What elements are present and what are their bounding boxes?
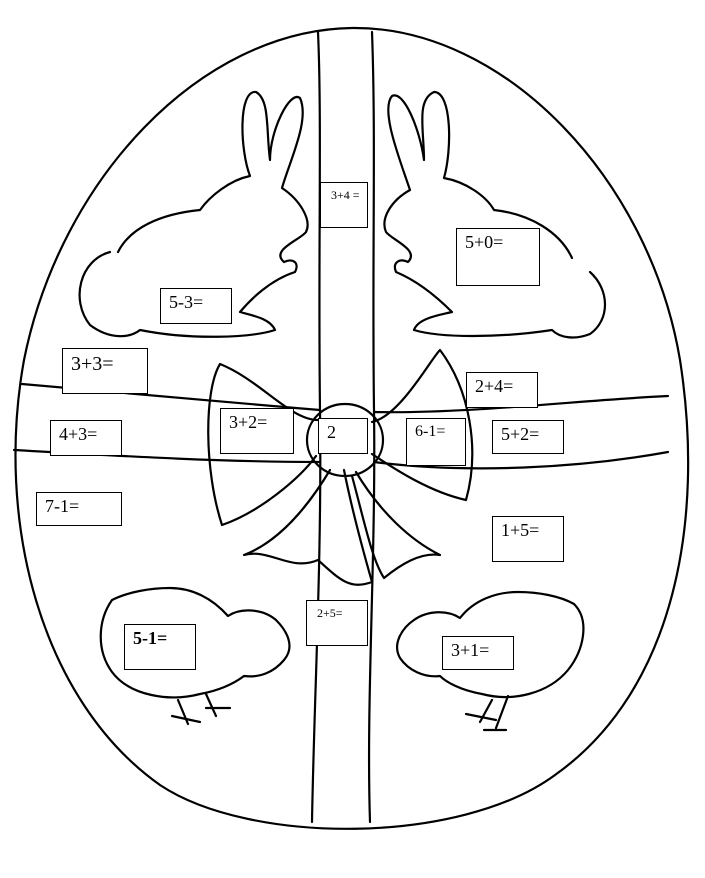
bow-left-loop <box>207 362 320 527</box>
right-rabbit <box>383 90 607 339</box>
problem-3-plus-4[interactable]: 3+4 = <box>320 182 368 228</box>
vertical-ribbon-right-edge <box>367 30 376 824</box>
problem-2-plus-5[interactable]: 2+5= <box>306 600 368 646</box>
problem-5-minus-1[interactable]: 5-1= <box>124 624 196 670</box>
problem-3-plus-2[interactable]: 3+2= <box>220 408 294 454</box>
bow-knot <box>305 402 385 478</box>
problem-6-minus-1[interactable]: 6-1= <box>406 418 466 466</box>
problem-3-plus-3[interactable]: 3+3= <box>62 348 148 394</box>
problem-5-plus-2[interactable]: 5+2= <box>492 420 564 454</box>
bow-right-tail <box>350 470 442 580</box>
problem-answer-2[interactable]: 2 <box>318 418 368 454</box>
problem-4-plus-3[interactable]: 4+3= <box>50 420 122 456</box>
problem-5-plus-0[interactable]: 5+0= <box>456 228 540 286</box>
left-rabbit <box>78 90 309 338</box>
egg-outline <box>14 26 690 830</box>
problem-2-plus-4[interactable]: 2+4= <box>466 372 538 408</box>
left-chick <box>99 586 291 726</box>
bow-right-loop <box>370 348 474 502</box>
right-chick <box>396 590 585 732</box>
problem-1-plus-5[interactable]: 1+5= <box>492 516 564 562</box>
problem-5-minus-3[interactable]: 5-3= <box>160 288 232 324</box>
problem-3-plus-1[interactable]: 3+1= <box>442 636 514 670</box>
problem-7-minus-1[interactable]: 7-1= <box>36 492 122 526</box>
bow-left-tail <box>242 468 374 586</box>
